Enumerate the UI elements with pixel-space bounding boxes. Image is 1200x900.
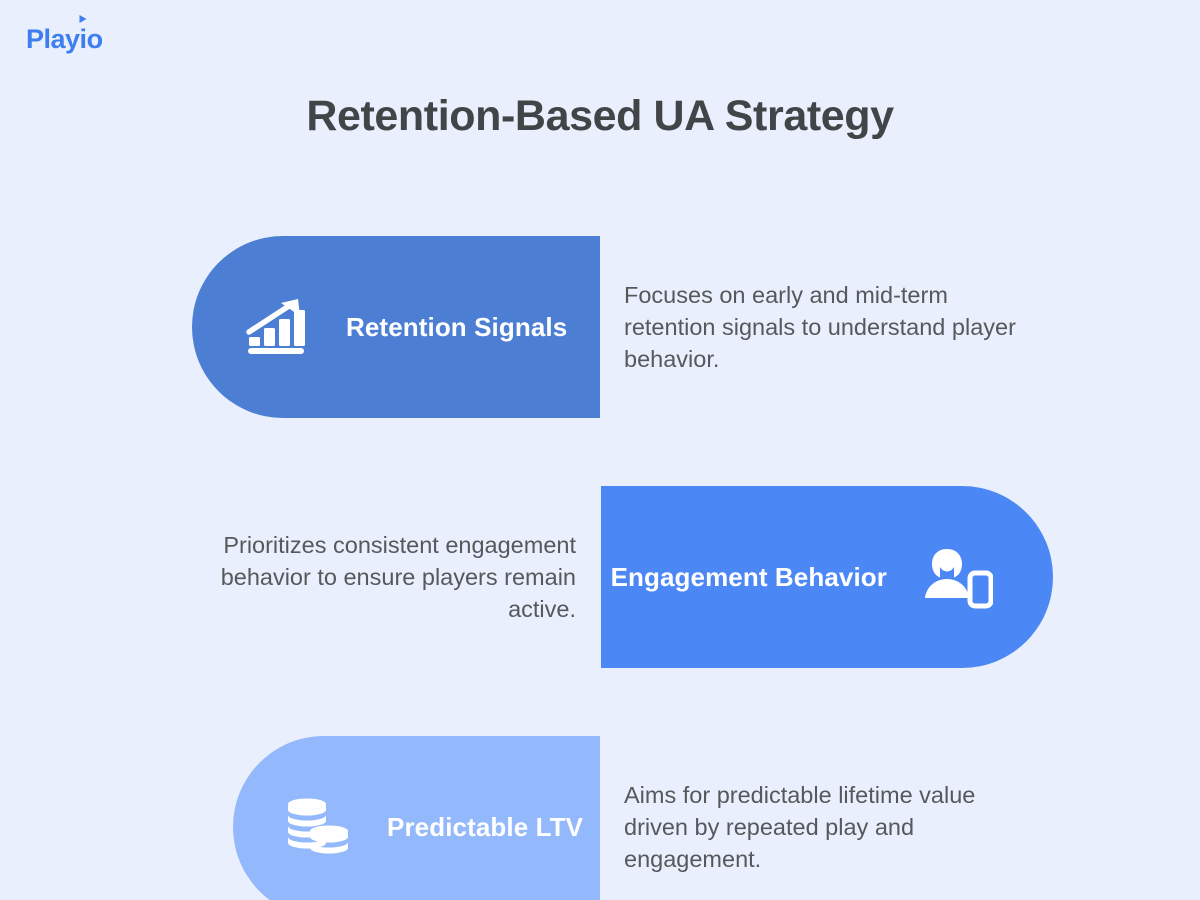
strategy-row: Retention Signals Focuses on early and m… — [0, 236, 1200, 418]
brand-logo-i: i — [79, 15, 88, 54]
strategy-row: Prioritizes consistent engagement behavi… — [0, 486, 1200, 668]
brand-logo-text-3: o — [86, 24, 104, 54]
strategy-list: Retention Signals Focuses on early and m… — [0, 236, 1200, 900]
coin-stacks-icon — [281, 791, 353, 863]
user-mobile-icon — [921, 541, 993, 613]
brand-logo-text-2: i — [79, 24, 88, 54]
strategy-description: Focuses on early and mid-term retention … — [624, 281, 1016, 373]
strategy-pill-engagement-behavior[interactable]: Engagement Behavior — [601, 486, 1053, 668]
play-triangle-icon — [79, 15, 87, 23]
strategy-description: Aims for predictable lifetime value driv… — [624, 781, 976, 873]
strategy-pill-predictable-ltv[interactable]: Predictable LTV — [233, 736, 600, 900]
strategy-pill-label: Engagement Behavior — [610, 561, 887, 592]
bar-chart-growth-icon — [240, 291, 312, 363]
strategy-pill-label: Retention Signals — [346, 311, 568, 342]
strategy-description: Prioritizes consistent engagement behavi… — [220, 531, 576, 623]
page-title: Retention-Based UA Strategy — [306, 92, 894, 140]
strategy-row: Predictable LTV Aims for predictable lif… — [0, 736, 1200, 900]
brand-logo-text-1: Play — [26, 24, 80, 54]
strategy-pill-label: Predictable LTV — [387, 811, 584, 842]
strategy-pill-retention-signals[interactable]: Retention Signals — [192, 236, 600, 418]
